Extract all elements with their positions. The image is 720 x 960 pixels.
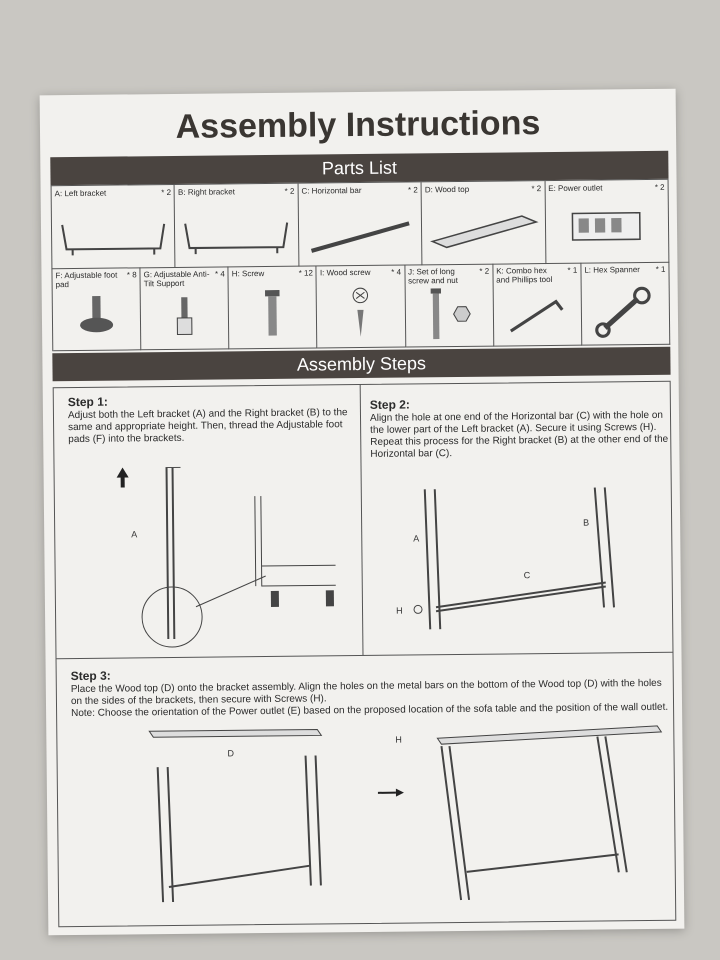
part-qty: * 2 [531, 184, 542, 194]
hex-tool-icon [493, 281, 581, 344]
part-k: K: Combo hex and Phillips tool * 1 [493, 262, 583, 347]
bracket-icon [52, 203, 175, 266]
step-1: Step 1: Adjust both the Left bracket (A)… [68, 393, 351, 446]
part-qty: * 2 [407, 185, 418, 195]
label-a: A [413, 533, 419, 543]
part-qty: * 2 [654, 182, 665, 192]
label-h: H [396, 606, 403, 616]
spanner-icon [581, 280, 669, 343]
part-qty: * 1 [655, 264, 666, 274]
part-h: H: Screw * 12 [228, 265, 318, 350]
step-text: Adjust both the Left bracket (A) and the… [67, 407, 348, 446]
step-1-figure: A [75, 465, 347, 653]
steps-area: Step 1: Adjust both the Left bracket (A)… [52, 380, 679, 928]
part-qty: * 4 [214, 269, 225, 279]
foot-pad-icon [53, 285, 141, 348]
instruction-sheet: Assembly Instructions Parts List A: Left… [39, 88, 685, 936]
page-title: Assembly Instructions [175, 104, 541, 146]
part-qty: * 12 [298, 268, 313, 278]
part-name: C: Horizontal bar [301, 185, 362, 196]
part-a: A: Left bracket * 2 [51, 184, 176, 270]
screw-icon [229, 283, 317, 346]
part-name: E: Power outlet [548, 183, 603, 194]
part-f: F: Adjustable foot pad * 8 [52, 267, 142, 352]
part-b: B: Right bracket * 2 [174, 183, 300, 268]
part-qty: * 4 [391, 267, 402, 277]
anti-tilt-icon [141, 284, 229, 347]
part-name: B: Right bracket [177, 187, 235, 197]
step-2-figure: A B C H [373, 477, 665, 650]
part-name: L: Hex Spanner [584, 265, 640, 275]
power-outlet-icon [545, 198, 668, 261]
part-qty: * 2 [479, 266, 490, 276]
step-3-figure: D H H [77, 712, 679, 918]
step-title: Step 2: [369, 397, 410, 412]
step-text: Align the hole at one end of the Horizon… [369, 409, 669, 460]
part-j: J: Set of long screw and nut * 2 [404, 263, 494, 348]
step-3: Step 3: Place the Wood top (D) onto the … [71, 664, 671, 720]
part-qty: * 1 [567, 265, 578, 275]
label-a: A [131, 529, 137, 539]
part-name: A: Left bracket [54, 188, 107, 199]
assembly-steps-header: Assembly Steps [52, 346, 671, 382]
bracket-icon [175, 202, 298, 265]
part-g: G: Adjustable Anti-Tilt Support * 4 [140, 266, 230, 351]
part-qty: * 2 [284, 186, 295, 196]
part-c: C: Horizontal bar * 2 [298, 182, 423, 267]
part-d: D: Wood top * 2 [421, 181, 547, 266]
part-i: I: Wood screw * 4 [316, 264, 406, 349]
long-screw-nut-icon [405, 282, 493, 345]
part-qty: * 8 [126, 270, 137, 280]
part-l: L: Hex Spanner * 1 [581, 261, 671, 346]
part-name: D: Wood top [424, 184, 470, 195]
part-name: I: Wood screw [319, 267, 371, 278]
parts-row-1: A: Left bracket * 2 B: Right bracket * 2… [50, 178, 670, 270]
parts-row-2: F: Adjustable foot pad * 8 G: Adjustable… [51, 261, 671, 352]
wood-screw-icon [317, 283, 405, 346]
part-qty: * 2 [161, 187, 172, 198]
label-d: D [227, 748, 234, 758]
step-2: Step 2: Align the hole at one end of the… [370, 396, 671, 461]
label-c: C [524, 570, 531, 580]
part-e: E: Power outlet * 2 [545, 179, 670, 265]
divider [56, 651, 673, 660]
label-b: B [583, 518, 589, 528]
wood-top-icon [422, 199, 545, 262]
bar-icon [299, 200, 422, 263]
divider [359, 385, 364, 656]
step-title: Step 1: [67, 394, 108, 410]
label-h: H [395, 735, 402, 745]
part-name: H: Screw [231, 269, 265, 279]
